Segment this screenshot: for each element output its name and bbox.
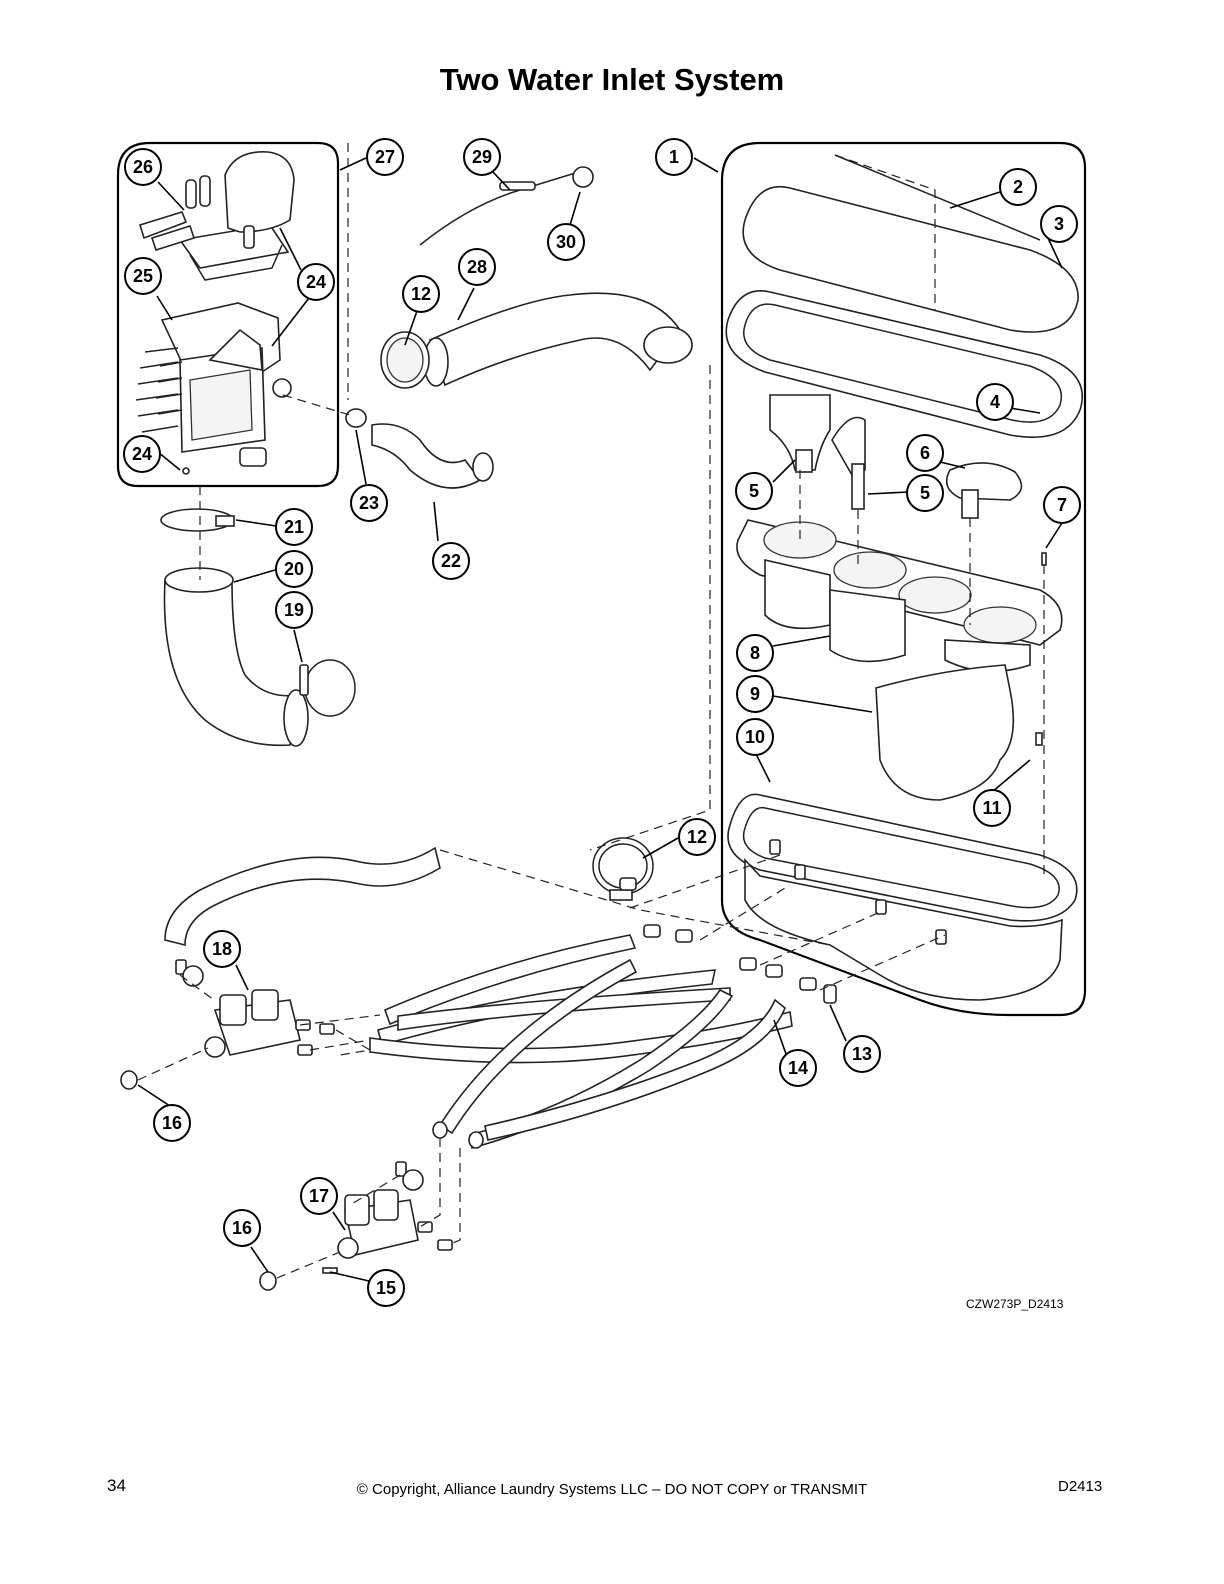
leader-lines [137, 157, 1063, 1282]
hoses-part [369, 934, 793, 1150]
svg-text:7: 7 [1057, 495, 1067, 515]
large-hose-part [380, 292, 693, 389]
callout-2: 2 [999, 168, 1037, 206]
svg-text:17: 17 [309, 1186, 329, 1206]
callout-29: 29 [463, 138, 501, 176]
callout-7: 7 [1043, 486, 1081, 524]
screw-part [1035, 732, 1043, 746]
svg-text:14: 14 [788, 1058, 808, 1078]
small-hose-part [345, 408, 494, 489]
callout-18: 18 [203, 930, 241, 968]
dispenser-body-part [135, 302, 292, 475]
svg-text:28: 28 [467, 257, 487, 277]
callout-24-lower: 24 [123, 435, 161, 473]
callout-12-lower: 12 [678, 818, 716, 856]
figure-code: CZW273P_D2413 [966, 1297, 1064, 1311]
water-valve-lower-part [337, 1161, 453, 1259]
svg-text:26: 26 [133, 157, 153, 177]
grommet-part [572, 166, 594, 188]
splash-guard-part [875, 664, 1015, 801]
callout-3: 3 [1040, 205, 1078, 243]
callout-19: 19 [275, 591, 313, 629]
svg-text:24: 24 [132, 444, 152, 464]
callout-4: 4 [976, 383, 1014, 421]
svg-text:23: 23 [359, 493, 379, 513]
callout-15: 15 [367, 1269, 405, 1307]
callout-9: 9 [736, 675, 774, 713]
callout-5a: 5 [735, 472, 773, 510]
svg-text:21: 21 [284, 517, 304, 537]
svg-text:20: 20 [284, 559, 304, 579]
svg-text:25: 25 [133, 266, 153, 286]
svg-text:12: 12 [411, 284, 431, 304]
callout-27: 27 [366, 138, 404, 176]
dispenser-tray-part [736, 394, 1063, 673]
callout-5b: 5 [906, 474, 944, 512]
svg-text:16: 16 [162, 1113, 182, 1133]
svg-text:10: 10 [745, 727, 765, 747]
sensor-wire-part [419, 169, 586, 246]
callout-21: 21 [275, 508, 313, 546]
water-valve-upper-part [175, 959, 335, 1058]
callout-28: 28 [458, 248, 496, 286]
document-id: D2413 [1058, 1478, 1103, 1495]
svg-text:12: 12 [687, 827, 707, 847]
svg-text:15: 15 [376, 1278, 396, 1298]
callout-6: 6 [906, 434, 944, 472]
svg-text:19: 19 [284, 600, 304, 620]
dispenser-group-frame [116, 141, 340, 488]
svg-text:2: 2 [1013, 177, 1023, 197]
svg-text:29: 29 [472, 147, 492, 167]
svg-text:11: 11 [982, 798, 1001, 818]
elbow-hose-part [160, 508, 356, 747]
valve-screw-part [322, 1267, 338, 1274]
svg-text:1: 1 [669, 147, 679, 167]
svg-text:13: 13 [852, 1044, 872, 1064]
callout-17: 17 [300, 1177, 338, 1215]
svg-text:5: 5 [749, 481, 759, 501]
svg-text:6: 6 [920, 443, 930, 463]
assembly-lines [137, 143, 1045, 1279]
inlet-screen-upper-part [120, 1070, 138, 1090]
svg-text:8: 8 [750, 643, 760, 663]
callout-10: 10 [736, 718, 774, 756]
callout-11: 11 [973, 789, 1011, 827]
svg-text:24: 24 [306, 272, 326, 292]
callout-22: 22 [432, 542, 470, 580]
hose-fittings-part [619, 877, 837, 1004]
callout-16-upper: 16 [153, 1104, 191, 1142]
svg-text:18: 18 [212, 939, 232, 959]
callout-1: 1 [655, 138, 693, 176]
svg-text:3: 3 [1054, 214, 1064, 234]
svg-text:16: 16 [232, 1218, 252, 1238]
tub-group-frame [720, 141, 1087, 1017]
svg-text:30: 30 [556, 232, 576, 252]
copyright-notice: © Copyright, Alliance Laundry Systems LL… [356, 1481, 868, 1498]
callout-8: 8 [736, 634, 774, 672]
svg-text:27: 27 [375, 147, 395, 167]
page-title: Two Water Inlet System [439, 62, 785, 97]
svg-text:4: 4 [990, 392, 1000, 412]
callout-23: 23 [350, 484, 388, 522]
callout-12-upper: 12 [402, 275, 440, 313]
callout-13: 13 [843, 1035, 881, 1073]
callout-26: 26 [124, 148, 162, 186]
callout-20: 20 [275, 550, 313, 588]
callout-30: 30 [547, 223, 585, 261]
svg-text:9: 9 [750, 684, 760, 704]
dispenser-cap-part [139, 151, 295, 281]
pin-part [1041, 552, 1047, 566]
fill-hose-part [164, 846, 441, 947]
callout-24-upper: 24 [297, 263, 335, 301]
page-number: 34 [107, 1476, 126, 1495]
svg-text:22: 22 [441, 551, 461, 571]
callout-16-lower: 16 [223, 1209, 261, 1247]
inlet-tub-part [727, 793, 1078, 1001]
inlet-screen-lower-part [259, 1271, 277, 1291]
svg-text:5: 5 [920, 483, 930, 503]
callout-14: 14 [779, 1049, 817, 1087]
callout-25: 25 [124, 257, 162, 295]
